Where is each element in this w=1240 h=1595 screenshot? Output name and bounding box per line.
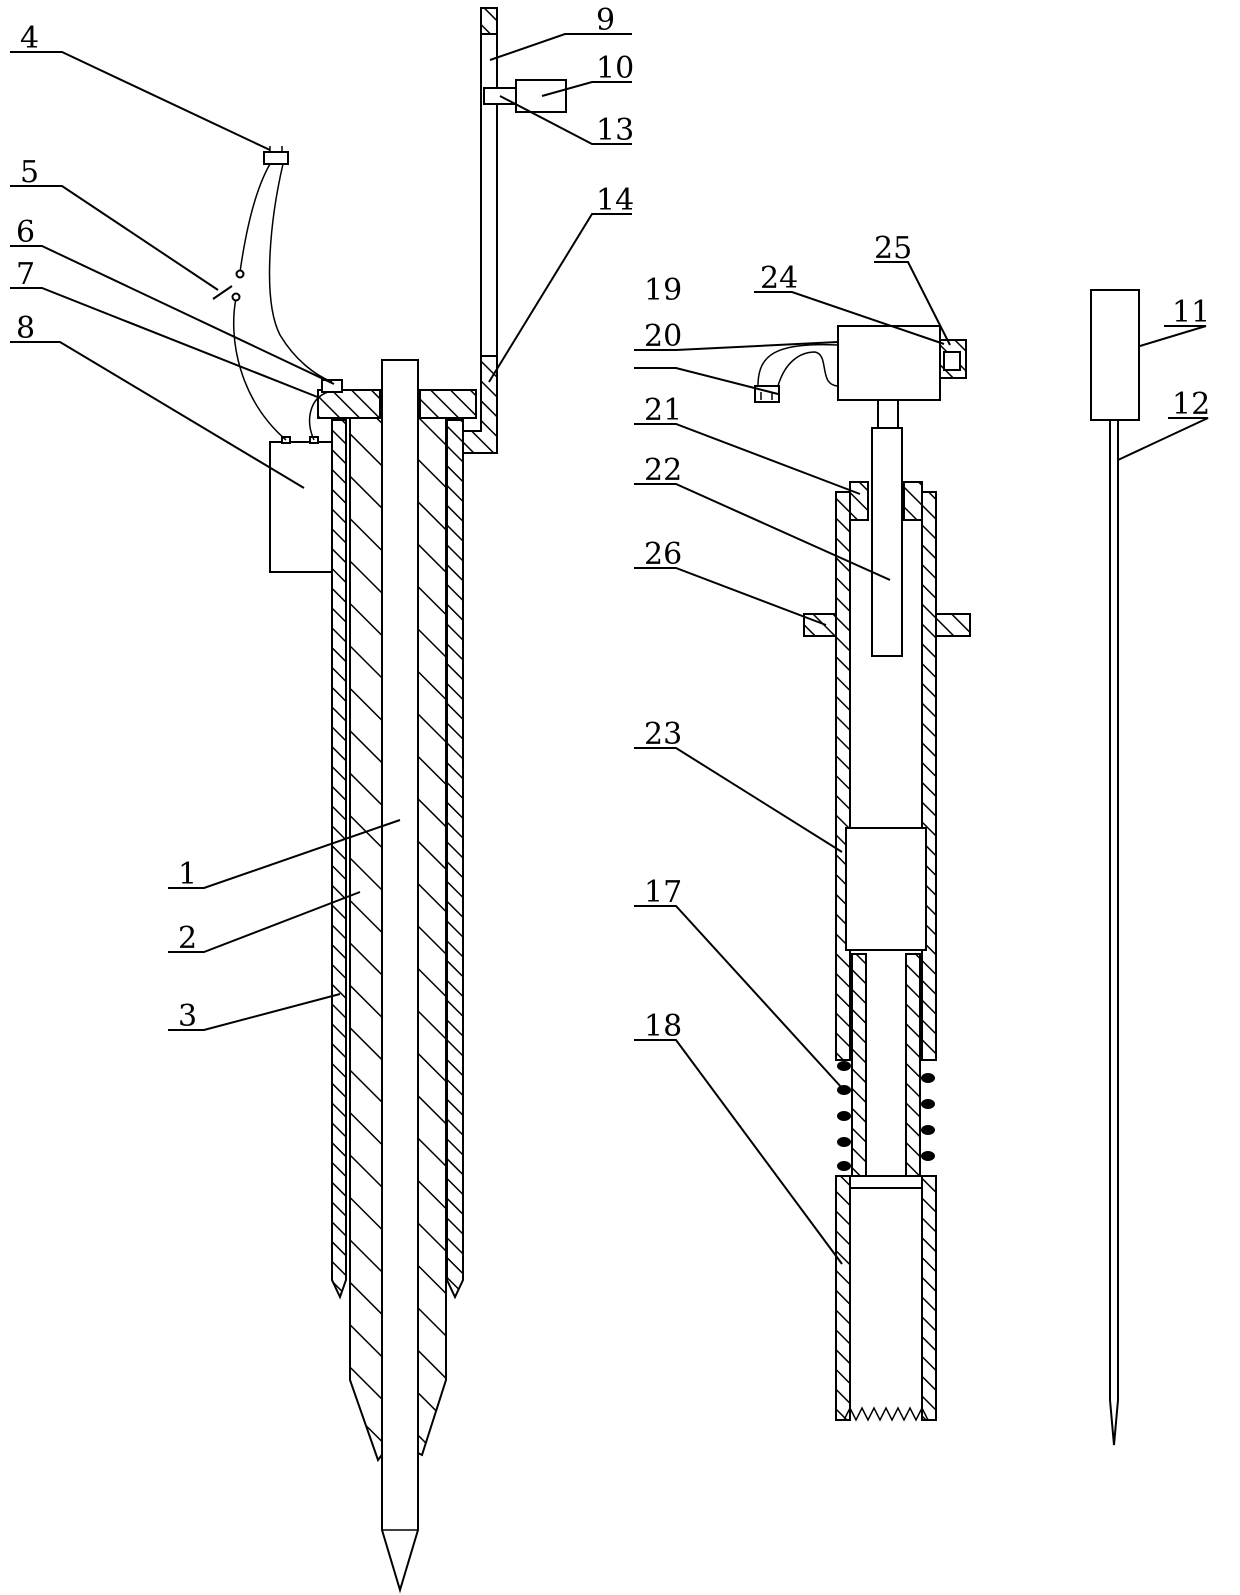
plug-4 (264, 152, 288, 164)
label-12: 12 (1172, 387, 1210, 422)
label-5: 5 (20, 155, 39, 190)
middle-tube-left-wall (350, 400, 384, 1460)
handle-right (936, 614, 970, 636)
power-cord-inner (778, 352, 838, 386)
label-14: 14 (596, 183, 634, 218)
probe-needle-12 (1110, 420, 1118, 1445)
label-13: 13 (596, 113, 634, 148)
label-18: 18 (644, 1009, 682, 1044)
inner-rod-left-wall (852, 954, 866, 1176)
wire-c (234, 298, 286, 440)
label-11: 11 (1172, 295, 1210, 330)
label-2: 2 (178, 921, 197, 956)
sampler-right-wall (922, 1176, 936, 1420)
label-19: 19 (644, 273, 682, 308)
sampler-left-wall (836, 1176, 850, 1420)
label-20: 20 (644, 319, 682, 354)
part-labels: 4 5 6 7 8 9 10 13 14 1 2 3 19 20 21 22 2… (16, 3, 1210, 1044)
middle-tube-right-wall (416, 400, 446, 1455)
bushing-left (850, 482, 868, 520)
drive-rod-22 (872, 428, 902, 656)
label-25: 25 (874, 231, 912, 266)
label-24: 24 (760, 261, 798, 296)
top-flange-left (318, 390, 380, 418)
label-6: 6 (16, 215, 35, 250)
wire-a (240, 164, 270, 272)
outer-tube-right-wall (922, 492, 936, 1060)
power-cord-outer (758, 345, 838, 386)
motor-shaft (878, 400, 898, 428)
label-9: 9 (596, 3, 615, 38)
switch-contact-bottom (233, 294, 240, 301)
label-8: 8 (16, 311, 35, 346)
left-assembly (213, 8, 566, 1590)
label-22: 22 (644, 453, 682, 488)
pole-top-cap (481, 8, 497, 34)
leader-lines (10, 34, 1208, 1264)
outer-tube-left-wall (836, 492, 850, 1060)
battery-box (270, 442, 332, 572)
bushing-right (904, 482, 922, 520)
vertical-pole (481, 34, 497, 356)
label-21: 21 (644, 393, 682, 428)
top-flange-right (420, 390, 476, 418)
probe-handle-11 (1091, 290, 1139, 420)
label-10: 10 (596, 51, 634, 86)
middle-assembly (755, 326, 970, 1420)
sampler-teeth (844, 1408, 928, 1420)
label-3: 3 (178, 999, 197, 1034)
inner-rod-right-wall (906, 954, 920, 1176)
switch-contact-top (237, 271, 244, 278)
outer-sleeve-left-wall (332, 420, 346, 1297)
right-assembly (1091, 290, 1139, 1445)
wire-b (270, 164, 332, 382)
handle-left (804, 614, 836, 636)
label-23: 23 (644, 717, 682, 752)
label-17: 17 (644, 875, 682, 910)
outer-sleeve-right-wall (447, 420, 463, 1297)
label-4: 4 (20, 21, 39, 56)
label-26: 26 (644, 537, 682, 572)
inner-sleeve (846, 828, 926, 950)
label-7: 7 (16, 257, 35, 292)
central-rod (382, 360, 418, 1590)
label-1: 1 (178, 857, 197, 892)
